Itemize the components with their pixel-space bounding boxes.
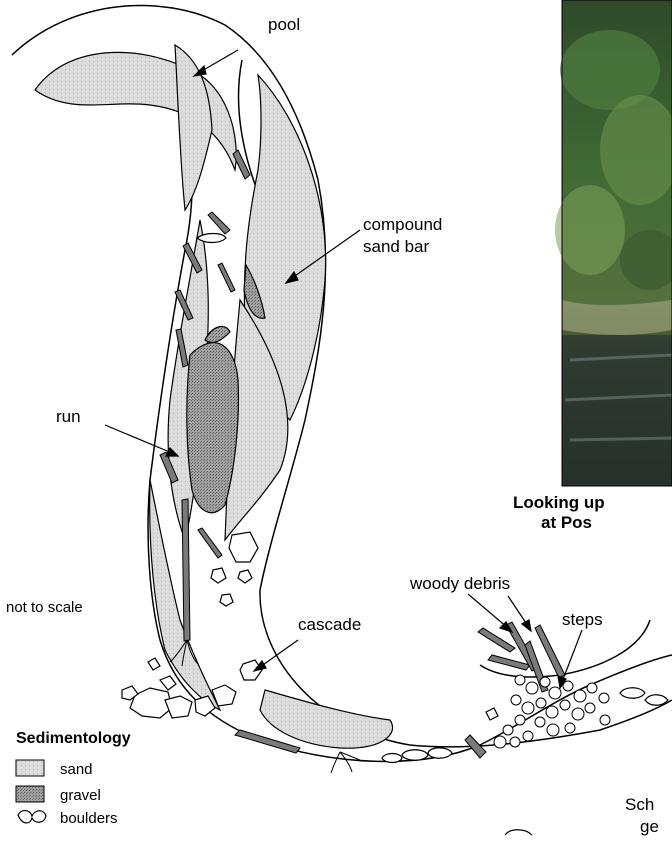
legend-gravel-label: gravel xyxy=(60,787,101,804)
label-cascade: cascade xyxy=(298,615,361,634)
legend-sand-label: sand xyxy=(60,761,93,778)
legend: Sedimentology sand gravel boulders xyxy=(16,730,131,827)
label-ge: ge xyxy=(640,817,659,836)
label-woody-debris: woody debris xyxy=(409,574,510,593)
label-sand-bar: sand bar xyxy=(363,237,429,256)
label-run: run xyxy=(56,407,81,426)
legend-sand-swatch xyxy=(16,760,44,776)
photo-caption-line1: Looking up xyxy=(513,493,605,512)
legend-gravel-swatch xyxy=(16,786,44,802)
site-photograph xyxy=(555,0,672,486)
label-steps: steps xyxy=(562,610,603,629)
legend-boulders-swatch xyxy=(18,811,46,823)
steps-boulder-cluster xyxy=(494,675,610,748)
label-not-to-scale: not to scale xyxy=(6,599,83,616)
legend-title: Sedimentology xyxy=(16,730,131,747)
legend-boulders-label: boulders xyxy=(60,810,118,827)
label-sch: Sch xyxy=(625,795,654,814)
label-pool: pool xyxy=(268,15,300,34)
photo-caption-line2: at Pos xyxy=(541,513,592,532)
label-compound: compound xyxy=(363,215,442,234)
